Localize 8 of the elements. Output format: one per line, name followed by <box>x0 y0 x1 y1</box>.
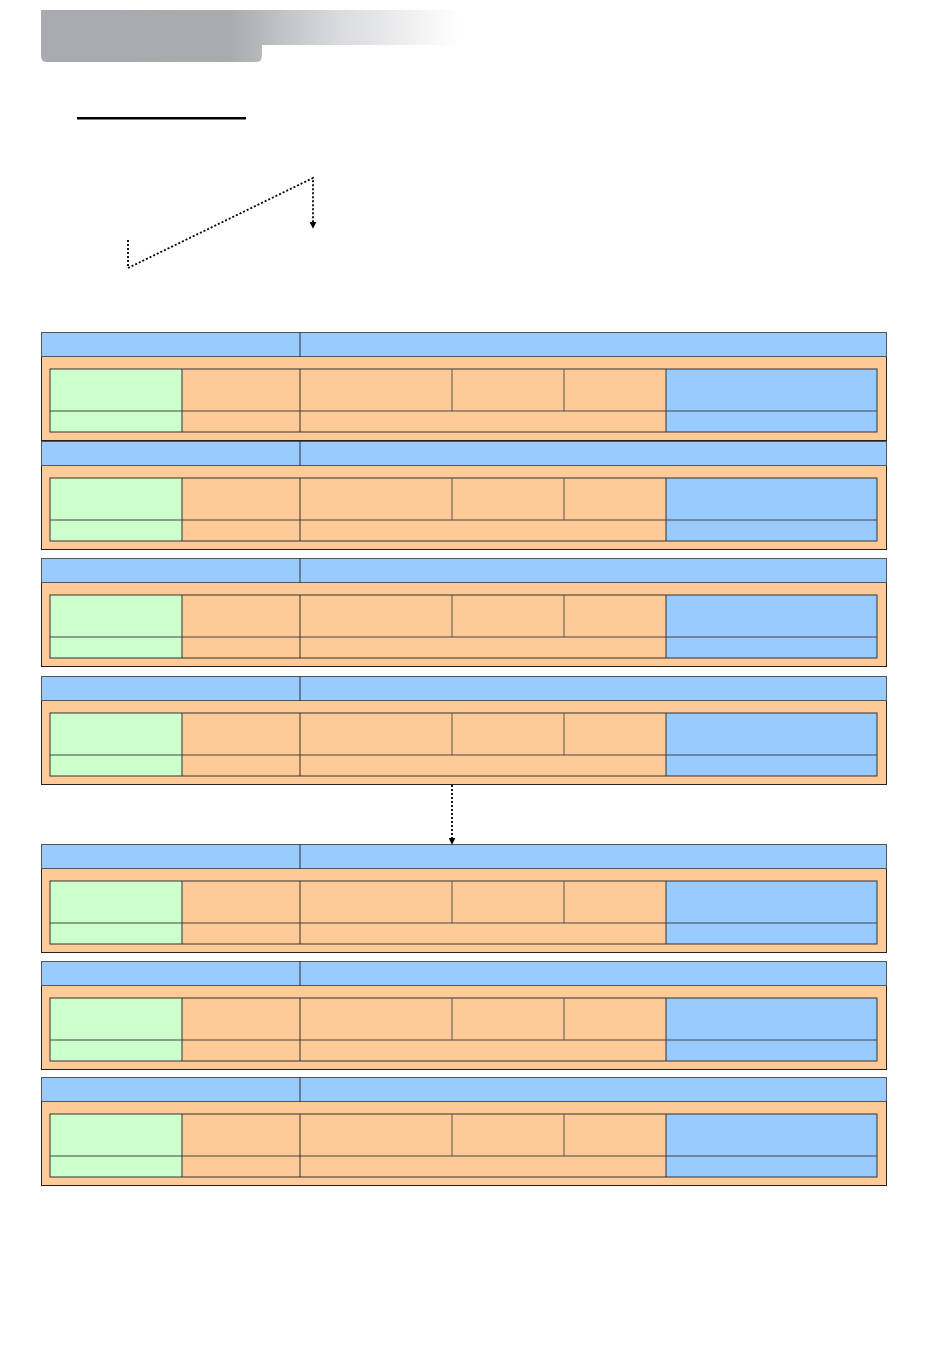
table-block <box>41 332 887 441</box>
arrow <box>448 784 456 845</box>
table-block <box>41 1077 887 1186</box>
table-block <box>41 441 887 550</box>
table-block <box>41 961 887 1070</box>
table-block <box>41 558 887 667</box>
table-block <box>41 844 887 953</box>
table-block <box>41 676 887 785</box>
